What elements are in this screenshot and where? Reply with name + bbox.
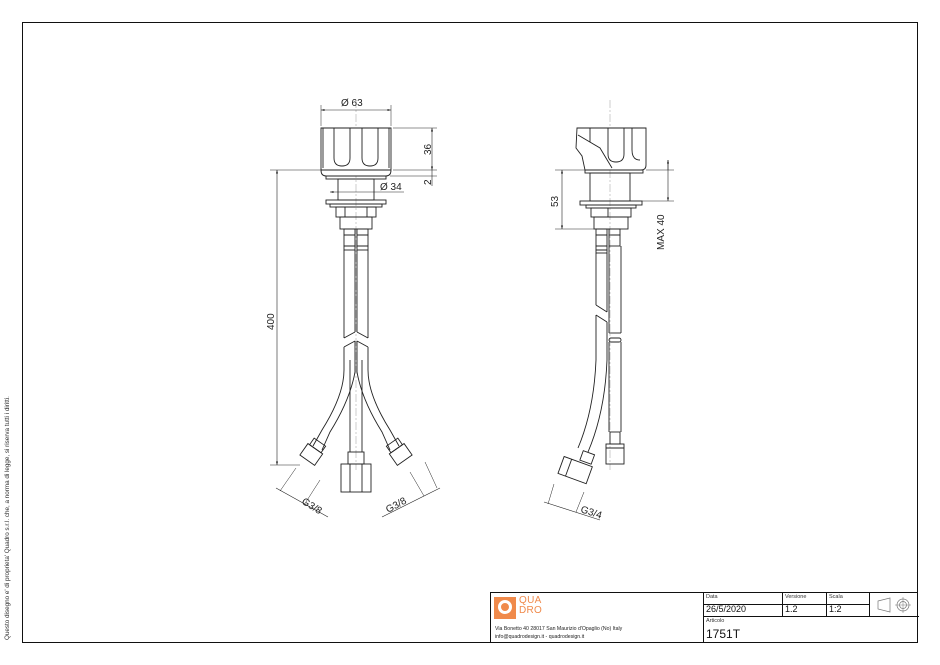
company-address: Via Bonetto 40 28017 San Maurizio d'Opag… [495,626,623,632]
dim-cap-height: 36 [423,143,434,155]
dim-body-height: 53 [550,195,561,207]
version-value: 1.2 [785,604,798,614]
article-value: 1751T [706,627,741,641]
article-cell: Articolo 1751T [706,618,741,641]
front-view [270,100,441,518]
dim-cap-diameter: Ø 63 [341,98,363,109]
date-cell: Data 26/5/2020 [704,593,783,617]
company-web: info@quadrodesign.it - quadrodesign.it [495,634,585,640]
scale-value: 1:2 [829,604,842,614]
dim-left-connector: G3/8 [299,496,324,517]
dim-connector: G3/4 [579,504,603,521]
date-value: 26/5/2020 [706,604,747,614]
version-cell: Versione 1.2 [783,593,827,617]
drawing-sheet-border [22,22,918,643]
logo-wordmark: QUA DRO [519,595,543,616]
first-angle-projection-icon [877,597,911,613]
dim-right-connector: G3/8 [384,496,409,516]
quadro-logo-icon [494,597,516,619]
dim-max-thickness: MAX 40 [656,214,667,250]
projection-cell [870,593,919,617]
title-block: QUA DRO Via Bonetto 40 28017 San Maurizi… [490,592,919,643]
dim-gap: 2 [423,179,434,185]
company-block: QUA DRO Via Bonetto 40 28017 San Maurizi… [491,593,704,643]
dim-body-diameter: Ø 34 [380,182,402,193]
side-view [543,100,674,521]
scale-cell: Scala 1:2 [827,593,870,617]
dim-hose-length: 400 [266,313,277,330]
